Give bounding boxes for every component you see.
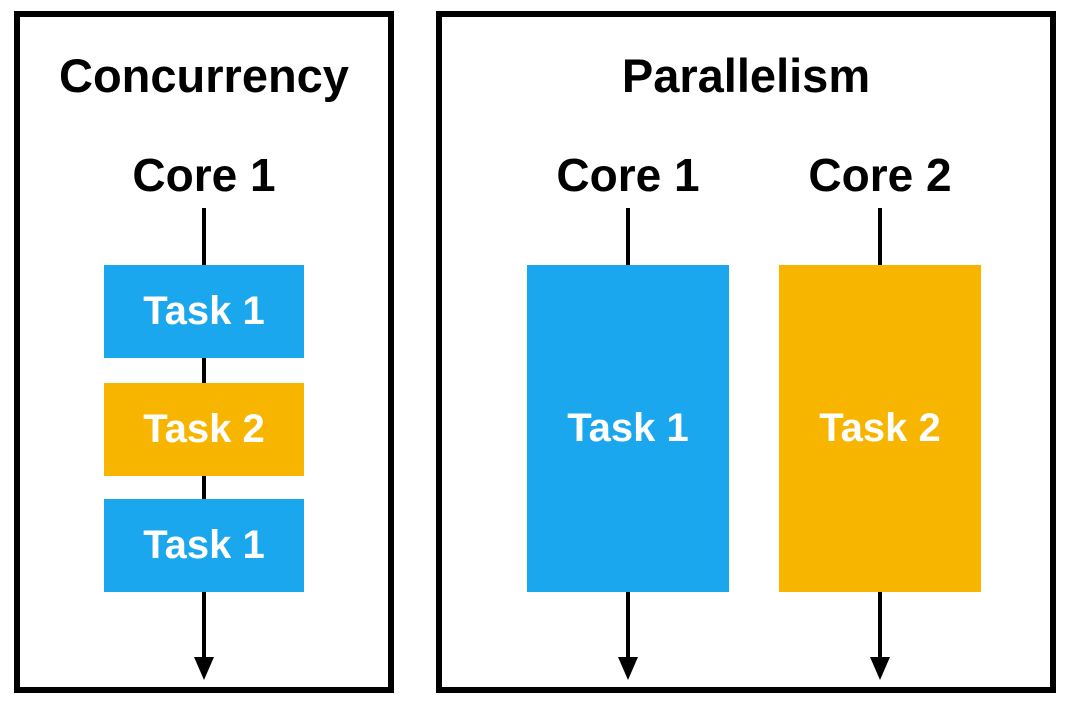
parallelism-title: Parallelism — [621, 49, 871, 102]
concurrency-task-box-1: Task 1 — [104, 265, 304, 358]
concurrency-core-label: Core 1 — [132, 149, 276, 201]
arrow-down-icon — [870, 657, 890, 680]
parallelism-task-box-1: Task 1 — [527, 265, 729, 592]
concurrency-title: Concurrency — [59, 49, 349, 102]
parallelism-core2-label: Core 2 — [808, 149, 952, 201]
parallelism-core1-label: Core 1 — [556, 149, 700, 201]
task-label: Task 2 — [143, 407, 265, 451]
arrow-down-icon — [194, 657, 214, 680]
task-label: Task 1 — [143, 523, 265, 567]
arrow-down-icon — [618, 657, 638, 680]
concurrency-task-box-2: Task 2 — [104, 383, 304, 476]
task-label: Task 2 — [819, 406, 941, 450]
concurrency-task-box-3: Task 1 — [104, 499, 304, 592]
parallelism-task-box-2: Task 2 — [779, 265, 981, 592]
task-label: Task 1 — [567, 406, 689, 450]
task-label: Task 1 — [143, 289, 265, 333]
